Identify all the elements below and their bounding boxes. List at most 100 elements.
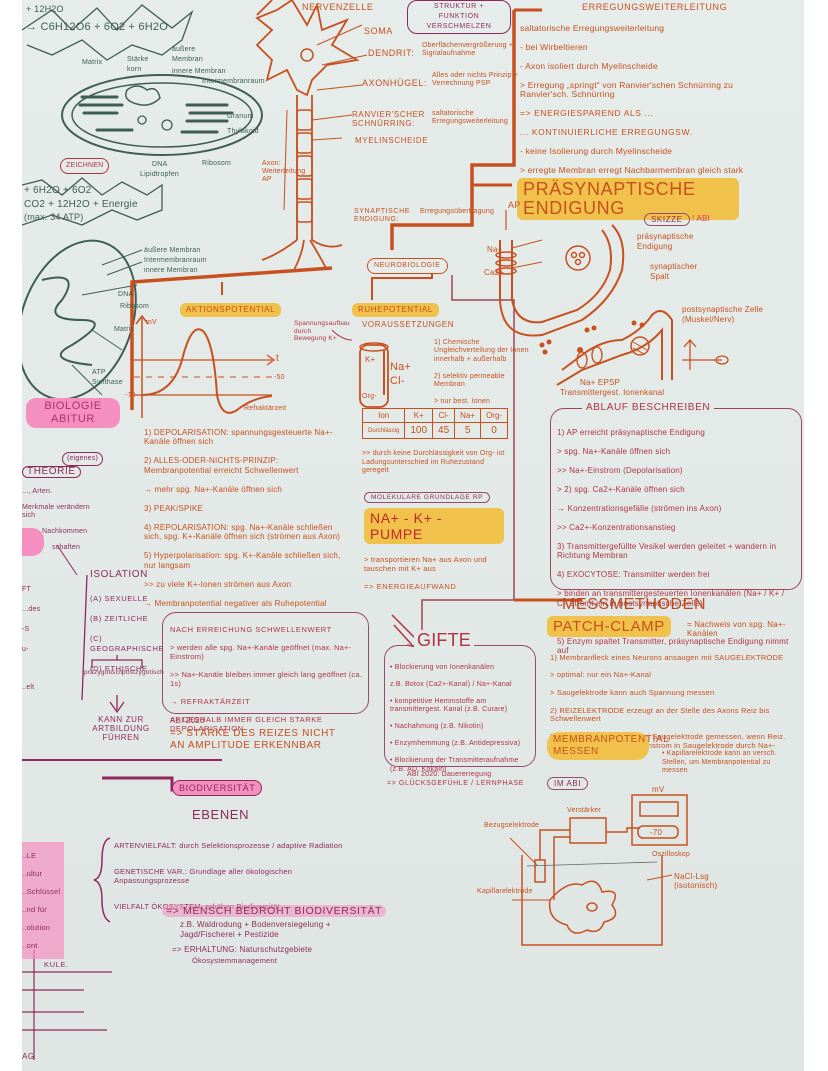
edge-fragment: ..ont	[22, 941, 38, 950]
schwellenwert-conclusion: => STÄRKE DES REIZES NICHT AN AMPLITUDE …	[170, 728, 336, 751]
ablauf-line: 5) Enzym spaltet Transmitter, präsynapti…	[557, 636, 789, 656]
mito-label-matrix: Matrix	[114, 326, 135, 333]
isolation-items: (A) SEXUELLE (B) ZEITLICHE (C) GEOGRAPHI…	[90, 584, 165, 684]
kule-label: KULE.	[44, 960, 69, 969]
mito-label-aeussere: äußere Membran	[144, 247, 201, 254]
ablauf-line: >> Ca2+-Konzentrationsanstieg	[557, 522, 676, 532]
im-abi-badge: IM ABI	[547, 777, 589, 790]
isolation-item: (D) ETHISCHE	[90, 664, 148, 673]
edge-fragment: ..Schlüssel	[22, 887, 61, 896]
edge-fragment: ..LE	[22, 851, 37, 860]
isolation-item: (C) GEOGRAPHISCHE	[90, 634, 165, 653]
pink-marker-blob	[22, 528, 44, 556]
ap-step: → mehr spg. Na+-Kanäle öffnen sich	[144, 484, 283, 494]
patch-step: 1) Membranfleck eines Neurons ansaugen m…	[550, 652, 784, 662]
gifte-title: GIFTE	[414, 630, 474, 650]
pump-line: > transportieren Na+ aus Axon und tausch…	[364, 555, 487, 573]
setup-minus70: -70	[650, 828, 663, 837]
ablauf-line: → Konzentrationsgefälle (strömen ins Axo…	[557, 503, 722, 513]
patch-step: > optimal: nur ein Na+-Kanal	[550, 670, 652, 680]
ebenen-label: EBENEN	[192, 807, 250, 822]
label-aeussere-membran: äußere Membran	[172, 46, 203, 63]
ion-permeability-table: Ion K+ Cl- Na+ Org- Durchlässig 100 45 5…	[361, 408, 509, 439]
patch-clamp-desc: = Nachweis von spg. Na+-Kanälen	[687, 620, 786, 638]
gifte-line: • Enzymhemmung (z.B. Antidepressiva)	[390, 740, 521, 747]
table-header: Ion	[361, 408, 406, 423]
praezygotisch-label: präzygotisch	[84, 669, 123, 676]
ap-step: 3) PEAK/SPIKE	[144, 503, 204, 513]
dendrit-desc: Oberflächenvergrößerung + Signalaufnahme	[422, 42, 514, 57]
cell-na: Na+	[390, 361, 412, 373]
postzygotisch-label: postzygotisch	[122, 669, 164, 676]
gifte-line: • kompetitive Hemmstoffe am transmitterg…	[390, 697, 508, 714]
condition: 2) selektiv permeable Membran	[434, 372, 505, 389]
table-cell: 0	[480, 422, 509, 439]
ap-tick-70: -70	[125, 392, 136, 399]
mito-label-innere: innere Membran	[144, 267, 198, 274]
neuron-title: NERVENZELLE	[302, 2, 374, 12]
table-cell: 100	[404, 422, 434, 439]
aktionspotential-title: AKTIONSPOTENTIAL	[180, 303, 282, 317]
evolution-left-edge: FT ...des -S u- ..elt	[22, 575, 40, 703]
table-cell: 5	[454, 422, 482, 439]
photosynthesis-equation-2: → C6H12O6 + 6O2 + 6H2O	[26, 21, 168, 33]
praesynaptische-title: PRÄSYNAPTISCHE ENDIGUNG	[517, 178, 739, 220]
soma-label: SOMA	[364, 26, 393, 36]
edge-fragment: ..nd für	[22, 905, 47, 914]
erhaltung-label: => ERHALTUNG: Naturschutzgebiete	[172, 945, 313, 954]
membranpotential-desc: • Kapillarelektrode kann an versch. Stel…	[662, 750, 777, 774]
label-matrix: Matrix	[82, 59, 103, 66]
myelin-label: MYELINSCHEIDE	[355, 136, 429, 145]
ablauf-line: > 2) spg. Ca2+-Kanäle öffnen sich	[557, 484, 685, 494]
isolation-title: ISOLATION	[90, 569, 149, 580]
theorie-label: THEORIE	[22, 466, 81, 478]
cell-org: Org-	[362, 393, 377, 400]
erregung-body: saltatorische Erregungsweiterleitung - b…	[520, 14, 780, 204]
ap-label: AP	[508, 200, 521, 210]
setup-mv: mV	[652, 785, 665, 794]
axonhuegel-desc: Alles oder nichts Prinzip + Verrechnung …	[432, 72, 519, 87]
ruhepotential-title: RUHEPOTENTIAL	[352, 303, 439, 317]
axon-label: Axon: Weiterleitung AP	[262, 160, 306, 183]
ablauf-line: 3) Transmittergefüllte Vesikel werden ge…	[557, 541, 777, 561]
respiration-equation-1: + 6H2O + 6O2	[24, 185, 92, 196]
mito-label-dna: DNA	[118, 291, 134, 298]
patch-step: > Saugelektrode kann auch Spannung messe…	[550, 687, 715, 697]
label-granum: Granum	[227, 113, 254, 120]
ebene-item: ARTENVIELFALT: durch Selektionsprozesse …	[114, 841, 343, 850]
na-k-pumpe: NA+ - K+ - PUMPE	[364, 508, 504, 544]
table-header: Cl-	[432, 408, 456, 423]
respiration-equation-2: CO2 + 12H2O + Energie	[24, 199, 138, 210]
mito-label-ribosom: Ribosom	[120, 303, 150, 310]
gifte-body: • Blockierung von Ionenkanälen z.B. Boto…	[390, 655, 532, 783]
edge-fragment: ...des	[22, 606, 41, 613]
synaptischer-spalt-label: synaptischer Spalt	[650, 262, 698, 281]
setup-verstaerker: Verstärker	[567, 807, 601, 814]
gifte-abi-2: => GLÜCKSGEFÜHLE / LERNPHASE	[387, 780, 525, 787]
erregung-line: - keine Isolierung durch Myelinscheide	[520, 146, 673, 156]
ablauf-line: > spg. Na+-Kanäle öffnen sich	[557, 446, 671, 456]
erregung-line: > erregte Membran erregt Nachbarmembran …	[520, 165, 744, 175]
table-header: K+	[404, 408, 434, 423]
edge-fragment: ..ultur	[22, 869, 43, 878]
mito-label-atp-synthase: ATP Synthase	[92, 369, 123, 386]
condition: > nur best. Ionen	[434, 398, 491, 405]
ap-step: >> zu viele K+-Ionen strömen aus Axon	[144, 579, 292, 589]
abi-mark: ! ABI	[692, 214, 710, 223]
theorie-line: Nachkommen	[42, 528, 88, 535]
na-epsp-label: Na+ EPSP	[580, 378, 621, 387]
erregung-line: > Erregung „springt“ von Ranvier'schen S…	[520, 79, 734, 99]
gifte-line: • Nachahmung (z.B. Nikotin)	[390, 723, 484, 730]
cell-k: K+	[365, 355, 376, 364]
abi-2020-label: ABI 2020	[170, 716, 205, 725]
theorie-lines: ..., Arten. Merkmale verändern sich Nach…	[22, 480, 102, 560]
ruhepotential-conditions: 1) Chemische Ungleichverteilung der Ione…	[434, 330, 534, 415]
synapse-desc: Erregungsübertragung	[420, 208, 495, 215]
dendrit-label: DENDRIT:	[368, 48, 415, 58]
molekulare-grundlage-badge: MOLEKULARE GRUNDLAGE RP	[364, 492, 491, 503]
isolation-item: (B) ZEITLICHE	[90, 614, 149, 623]
label-innere-membran: innere Membran	[172, 68, 226, 75]
table-header: Org-	[480, 408, 509, 423]
ablauf-line: >> Na+-Einstrom (Depolarisation)	[557, 465, 683, 475]
ap-step: 1) DEPOLARISATION: spannungsgesteuerte N…	[144, 427, 333, 447]
